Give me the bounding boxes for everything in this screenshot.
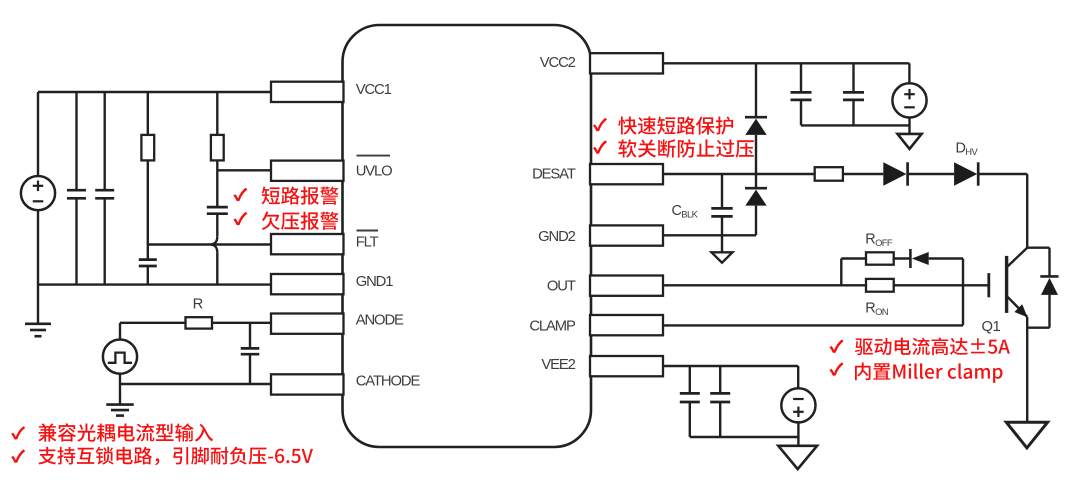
svg-text:VEE2: VEE2 bbox=[541, 357, 575, 373]
svg-text:GND1: GND1 bbox=[356, 274, 394, 290]
svg-text:DESAT: DESAT bbox=[532, 167, 576, 183]
svg-text:UVLO: UVLO bbox=[356, 164, 392, 180]
svg-text:ROFF: ROFF bbox=[865, 231, 893, 248]
svg-text:DHV: DHV bbox=[956, 140, 979, 157]
svg-text:FLT: FLT bbox=[356, 235, 379, 251]
svg-text:ANODE: ANODE bbox=[356, 313, 404, 329]
svg-text:R: R bbox=[193, 297, 204, 313]
svg-text:Q1: Q1 bbox=[982, 319, 1001, 335]
svg-text:VCC2: VCC2 bbox=[540, 55, 576, 71]
svg-text:OUT: OUT bbox=[547, 278, 576, 294]
svg-text:VCC1: VCC1 bbox=[356, 82, 392, 98]
svg-text:CBLK: CBLK bbox=[672, 203, 699, 220]
svg-text:CLAMP: CLAMP bbox=[529, 318, 576, 334]
svg-text:CATHODE: CATHODE bbox=[356, 374, 421, 390]
svg-text:RON: RON bbox=[865, 301, 888, 318]
svg-text:GND2: GND2 bbox=[538, 229, 576, 245]
